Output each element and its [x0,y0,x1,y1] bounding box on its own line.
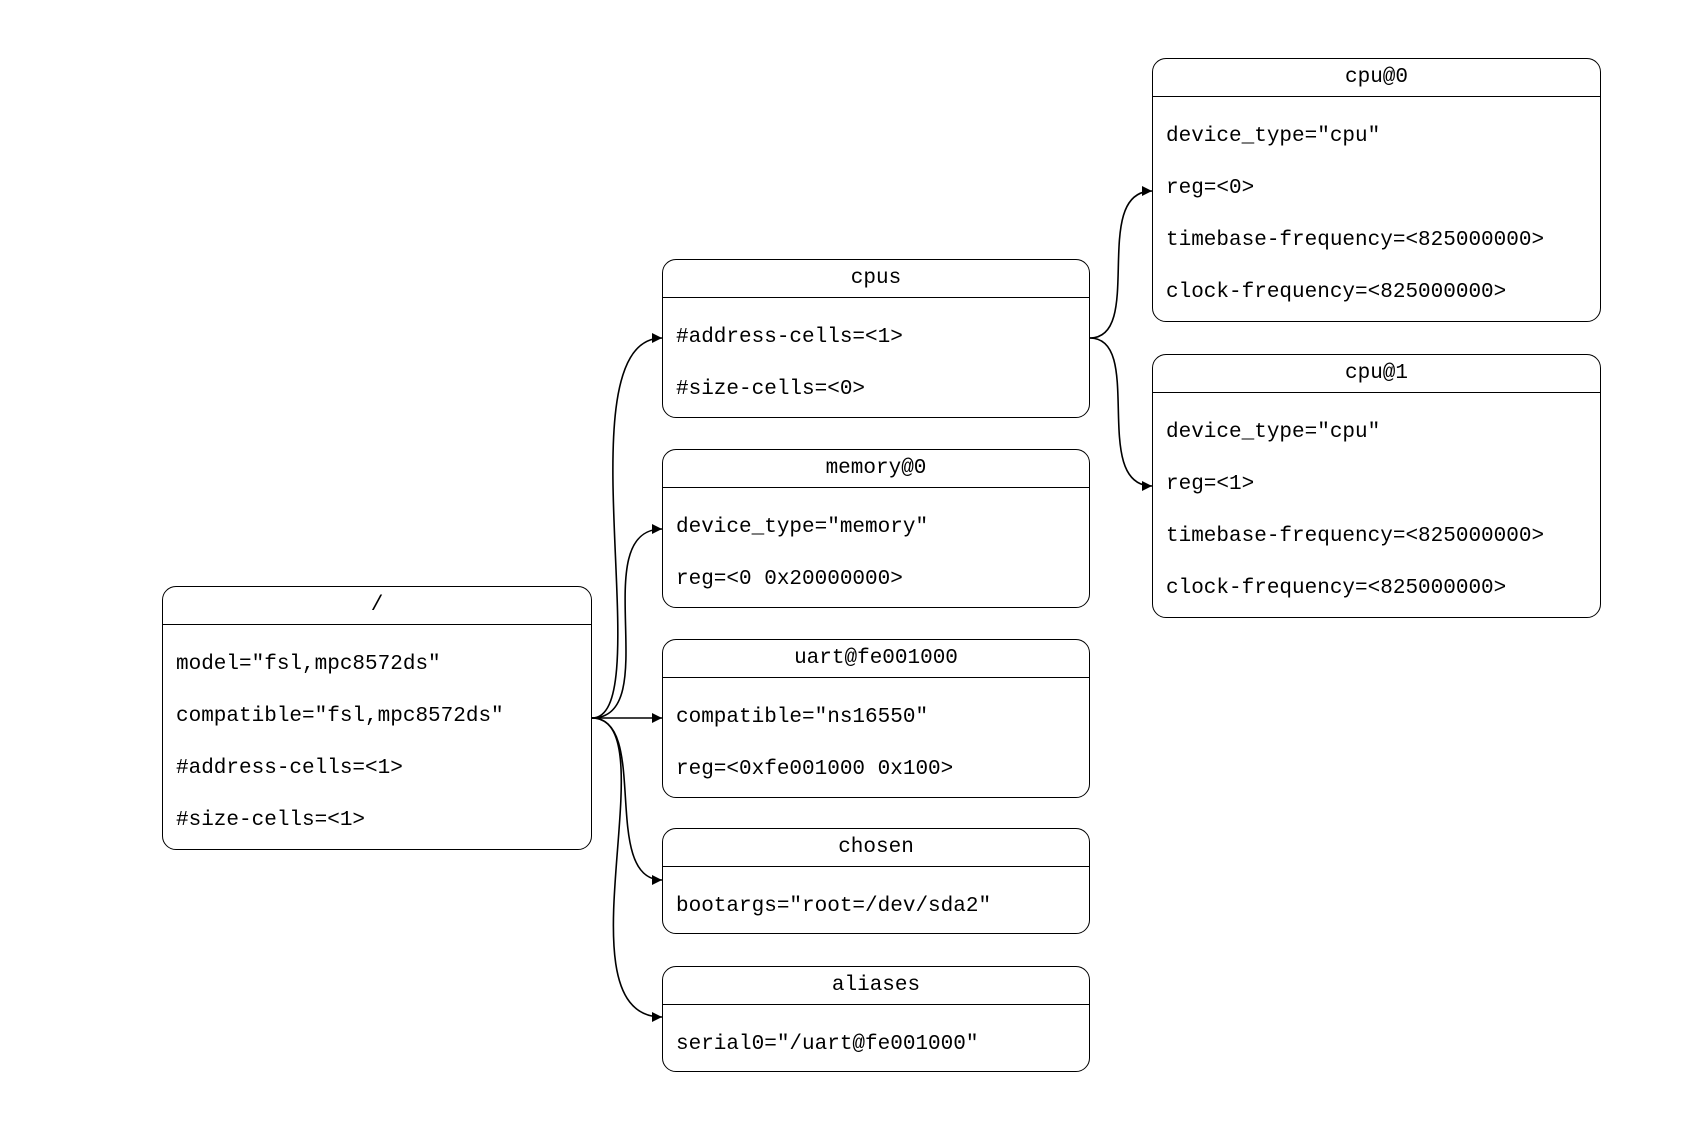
edge-root-cpus [591,333,663,719]
node-aliases-title: aliases [663,967,1089,1005]
node-uart-prop-reg: reg=<0xfe001000 0x100> [676,758,954,781]
node-uart-prop-compatible: compatible="ns16550" [676,706,929,729]
node-chosen-prop-bootargs: bootargs="root=/dev/sda2" [676,895,992,918]
node-cpu0: cpu@0 device_type="cpu" reg=<0> timebase… [1152,58,1601,322]
node-chosen-properties: bootargs="root=/dev/sda2" [663,867,1089,933]
node-uart: uart@fe001000 compatible="ns16550" reg=<… [662,639,1090,798]
node-cpus-properties: #address-cells=<1> #size-cells=<0> [663,298,1089,416]
node-cpu0-prop-clock-frequency: clock-frequency=<825000000> [1166,281,1507,304]
node-uart-properties: compatible="ns16550" reg=<0xfe001000 0x1… [663,678,1089,796]
node-memory-prop-device-type: device_type="memory" [676,516,929,539]
node-cpu1-prop-timebase-frequency: timebase-frequency=<825000000> [1166,525,1545,548]
node-cpus: cpus #address-cells=<1> #size-cells=<0> [662,259,1090,418]
node-uart-title: uart@fe001000 [663,640,1089,678]
node-cpu0-prop-reg: reg=<0> [1166,177,1255,200]
node-root-prop-size-cells: #size-cells=<1> [176,809,366,832]
node-aliases: aliases serial0="/uart@fe001000" [662,966,1090,1072]
node-root-prop-compatible: compatible="fsl,mpc8572ds" [176,705,504,728]
edge-cpus-cpu0 [1089,186,1153,339]
node-memory-prop-reg: reg=<0 0x20000000> [676,568,903,591]
node-cpu1-prop-device-type: device_type="cpu" [1166,421,1381,444]
node-cpu0-properties: device_type="cpu" reg=<0> timebase-frequ… [1153,97,1600,319]
node-cpu0-prop-timebase-frequency: timebase-frequency=<825000000> [1166,229,1545,252]
edge-root-memory [591,524,663,719]
node-chosen-title: chosen [663,829,1089,867]
node-cpu1-prop-clock-frequency: clock-frequency=<825000000> [1166,577,1507,600]
edge-root-chosen [591,717,663,885]
node-cpu1-properties: device_type="cpu" reg=<1> timebase-frequ… [1153,393,1600,615]
node-root-properties: model="fsl,mpc8572ds" compatible="fsl,mp… [163,625,591,847]
edge-root-aliases [591,717,663,1022]
node-cpu0-prop-device-type: device_type="cpu" [1166,125,1381,148]
edge-cpus-cpu1 [1089,337,1153,491]
node-cpu1-prop-reg: reg=<1> [1166,473,1255,496]
node-cpus-prop-address-cells: #address-cells=<1> [676,326,903,349]
node-root-title: / [163,587,591,625]
node-memory-title: memory@0 [663,450,1089,488]
node-cpu1: cpu@1 device_type="cpu" reg=<1> timebase… [1152,354,1601,618]
node-aliases-prop-serial0: serial0="/uart@fe001000" [676,1033,979,1056]
node-cpu0-title: cpu@0 [1153,59,1600,97]
node-aliases-properties: serial0="/uart@fe001000" [663,1005,1089,1071]
node-memory: memory@0 device_type="memory" reg=<0 0x2… [662,449,1090,608]
node-root: / model="fsl,mpc8572ds" compatible="fsl,… [162,586,592,850]
node-cpus-title: cpus [663,260,1089,298]
node-memory-properties: device_type="memory" reg=<0 0x20000000> [663,488,1089,606]
node-cpus-prop-size-cells: #size-cells=<0> [676,378,866,401]
node-root-prop-address-cells: #address-cells=<1> [176,757,403,780]
node-root-prop-model: model="fsl,mpc8572ds" [176,653,441,676]
node-chosen: chosen bootargs="root=/dev/sda2" [662,828,1090,934]
node-cpu1-title: cpu@1 [1153,355,1600,393]
